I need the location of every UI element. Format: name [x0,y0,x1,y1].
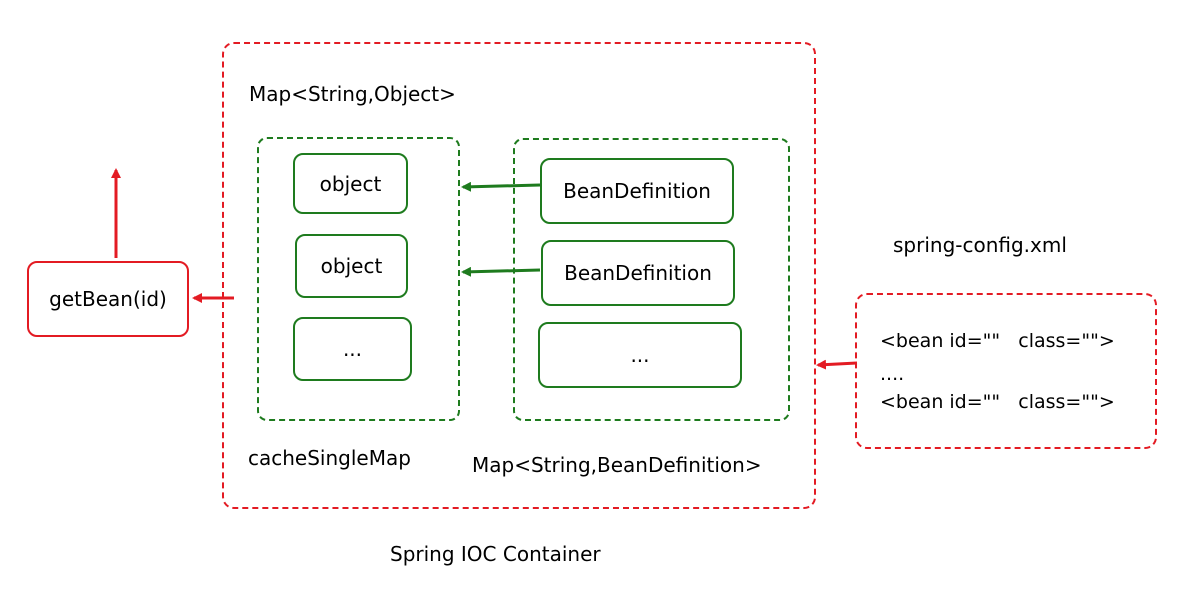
beandef-to-object-arrow-1 [461,181,541,192]
object-node-2: object [295,234,408,298]
cache-single-map-label: cacheSingleMap [248,446,411,470]
cache-single-map-group [257,137,460,421]
get-bean-node: getBean(id) [27,261,189,337]
config-file-label: spring-config.xml [893,233,1067,257]
object-node-more: ... [293,317,412,381]
ioc-container [222,42,816,509]
bean-definition-map-label: Map<String,BeanDefinition> [472,453,762,477]
bean-definition-node-1: BeanDefinition [540,158,734,224]
container-title: Spring IOC Container [390,542,601,566]
container-map-label: Map<String,Object> [249,82,456,106]
config-line-1: <bean id="" class=""> [880,330,1115,352]
config-to-container-arrow [816,359,858,370]
config-line-2: <bean id="" class=""> [880,391,1115,413]
beandef-to-object-arrow-2 [461,266,541,277]
bean-definition-node-more: ... [538,322,742,388]
object-node-1: object [293,153,408,214]
config-file-box [855,293,1157,449]
bean-definition-node-2: BeanDefinition [541,240,735,306]
config-line-ellipsis: .... [880,363,905,385]
bean-definition-map-group [513,138,790,421]
